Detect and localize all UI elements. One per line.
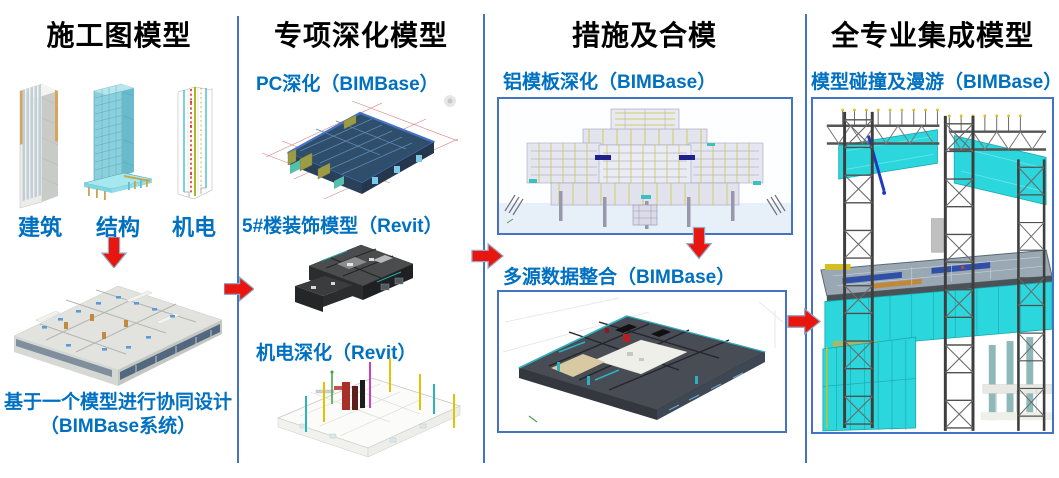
collaborative-design-floor-model-image	[6, 260, 230, 394]
flow-arrow-right-2-icon	[470, 242, 505, 270]
aluminum-formwork-label: 铝模板深化（BIMBase）	[503, 72, 717, 93]
architecture-tower-model-image	[12, 74, 66, 214]
flow-arrow-down-icon	[100, 237, 128, 268]
multi-source-data-integration-model-image	[497, 290, 787, 433]
flow-arrow-right-1-icon	[224, 275, 254, 303]
mep-tower-model-image	[168, 78, 222, 210]
flow-arrow-down-2-icon	[685, 224, 713, 262]
aluminum-formwork-deepening-model-image	[497, 97, 793, 235]
structure-tower-model-image	[82, 76, 156, 214]
column-divider-2	[483, 14, 485, 463]
pc-deepening-label: PC深化（BIMBase）	[256, 74, 439, 95]
column4-title: 全专业集成模型	[830, 20, 1034, 51]
no5-building-decoration-model-image	[281, 236, 428, 336]
mep-deepening-label: 机电深化（Revit）	[256, 343, 417, 364]
model-clash-and-walkthrough-model-image	[811, 97, 1054, 434]
caption-line-1: 基于一个模型进行协同设计	[3, 392, 232, 413]
column1-title: 施工图模型	[46, 20, 192, 51]
column-divider-3	[805, 14, 807, 463]
mep-deepening-model-image	[270, 356, 468, 462]
column3-title: 措施及合模	[571, 20, 717, 51]
column1-caption: 基于一个模型进行协同设计 （BIMBase系统）	[0, 391, 236, 439]
column2-title: 专项深化模型	[273, 20, 448, 51]
label-structure: 结构	[95, 215, 140, 240]
pc-deepening-model-image	[260, 93, 458, 210]
caption-line-2: （BIMBase系统）	[39, 416, 197, 437]
label-mep: 机电	[171, 215, 216, 240]
clash-walkthrough-label: 模型碰撞及漫游（BIMBase）	[811, 72, 1059, 93]
decoration-model-label: 5#楼装饰模型（Revit）	[242, 216, 443, 237]
label-architecture: 建筑	[17, 215, 62, 240]
flow-arrow-right-3-icon	[786, 307, 822, 336]
column-divider-1	[237, 16, 239, 463]
multi-source-integration-label: 多源数据整合（BIMBase）	[503, 267, 736, 288]
